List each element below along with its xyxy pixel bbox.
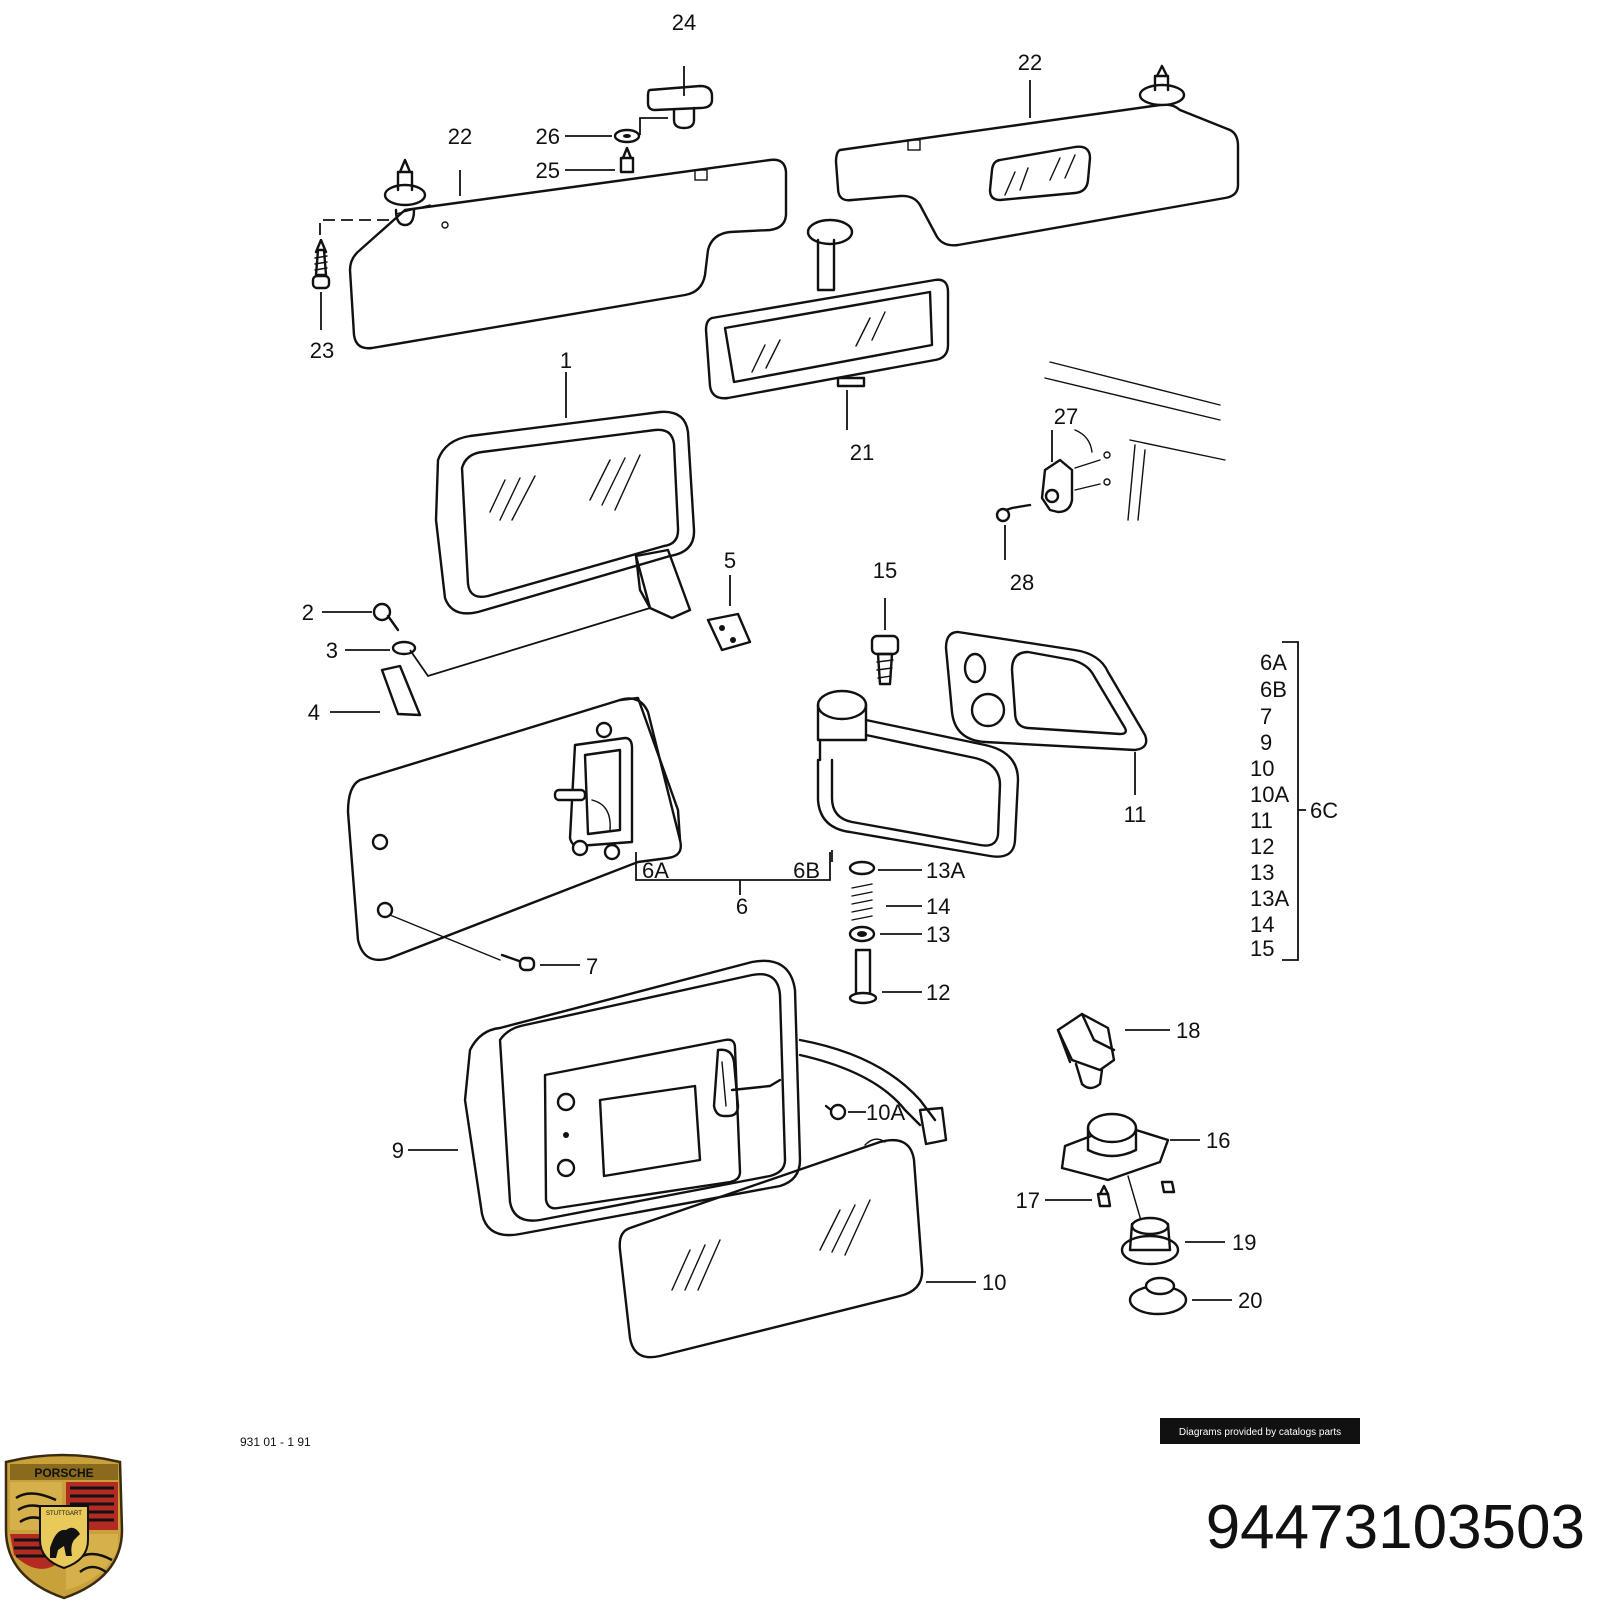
label-12: 12: [926, 980, 950, 1005]
label-4: 4: [308, 700, 320, 725]
label-2: 2: [302, 600, 314, 625]
group-6C-bracket: [1282, 641, 1306, 961]
diagram-code: 931 01 - 1 91: [240, 1435, 311, 1449]
mirror-housing: [408, 959, 948, 1237]
group-6C-item: 14: [1250, 912, 1274, 937]
label-25: 25: [536, 158, 560, 183]
label-9: 9: [392, 1138, 404, 1163]
label-10A: 10A: [866, 1100, 905, 1125]
label-13A: 13A: [926, 858, 965, 883]
group-6C-list: 6A 6B 7 9 10 10A 11 12 13 13A 14 15 6C: [1250, 650, 1338, 961]
label-13: 13: [926, 922, 950, 947]
gasket-11: [944, 630, 1148, 795]
group-6-bracket: [635, 852, 831, 895]
callout-labels: 24 22 22 26 25 23 1 21 27 28 5 15 2 3 4 …: [302, 10, 1263, 1313]
group-6C-item: 15: [1250, 936, 1274, 961]
label-28: 28: [1010, 570, 1034, 595]
visor-clip-parts: [311, 66, 714, 330]
small-mount-parts: [322, 575, 752, 717]
label-7: 7: [586, 954, 598, 979]
label-17: 17: [1016, 1188, 1040, 1213]
mirror-glass: [618, 1138, 976, 1359]
interior-mirror: [704, 218, 950, 430]
group-6C-item: 13: [1250, 860, 1274, 885]
part-number: 94473103503: [1206, 1493, 1585, 1562]
label-6: 6: [736, 894, 748, 919]
label-20: 20: [1238, 1288, 1262, 1313]
label-16: 16: [1206, 1128, 1230, 1153]
label-14: 14: [926, 894, 950, 919]
leader-lines: [459, 80, 1031, 196]
mirror-base-plate: [346, 696, 682, 972]
label-22-right: 22: [1018, 50, 1042, 75]
group-6C-item: 11: [1250, 808, 1273, 833]
screw-15: [870, 598, 900, 686]
credit-badge: Diagrams provided by catalogs parts: [1160, 1418, 1360, 1444]
label-6B: 6B: [793, 858, 820, 883]
label-5: 5: [724, 548, 736, 573]
label-6A: 6A: [642, 858, 669, 883]
label-22-left: 22: [448, 124, 472, 149]
label-15: 15: [873, 558, 897, 583]
credit-text: Diagrams provided by catalogs parts: [1179, 1427, 1341, 1438]
logo-wordmark: PORSCHE: [34, 1466, 93, 1480]
group-6C-item: 13A: [1250, 886, 1289, 911]
label-26: 26: [536, 124, 560, 149]
group-6C-item: 6B: [1260, 677, 1287, 702]
door-frame: [995, 361, 1226, 560]
screw-10A: [824, 1103, 866, 1121]
label-24: 24: [672, 10, 696, 35]
label-21: 21: [850, 440, 874, 465]
group-6C-item: 9: [1260, 730, 1272, 755]
mirror-head: [434, 372, 696, 620]
group-6C-item: 10A: [1250, 782, 1289, 807]
switch-assembly: [1045, 1012, 1232, 1316]
group-6C-item: 12: [1250, 834, 1274, 859]
group-6C-item: 7: [1260, 704, 1272, 729]
porsche-crest-logo: PORSCHE STUTTGART: [4, 1453, 124, 1600]
label-23: 23: [310, 338, 334, 363]
adjust-stack: [848, 860, 922, 1005]
label-3: 3: [326, 638, 338, 663]
group-6C-label: 6C: [1310, 798, 1338, 823]
label-19: 19: [1232, 1230, 1256, 1255]
group-6C-item: 10: [1250, 756, 1274, 781]
group-6C-item: 6A: [1260, 650, 1287, 675]
label-11: 11: [1124, 802, 1147, 827]
sun-visor-left: [348, 158, 788, 350]
label-1: 1: [560, 348, 572, 373]
label-10: 10: [982, 1270, 1006, 1295]
mirror-inner-cover: [816, 689, 1020, 862]
label-27: 27: [1054, 404, 1078, 429]
sun-visor-right: [834, 64, 1240, 247]
label-18: 18: [1176, 1018, 1200, 1043]
logo-subtext: STUTTGART: [46, 1511, 82, 1517]
